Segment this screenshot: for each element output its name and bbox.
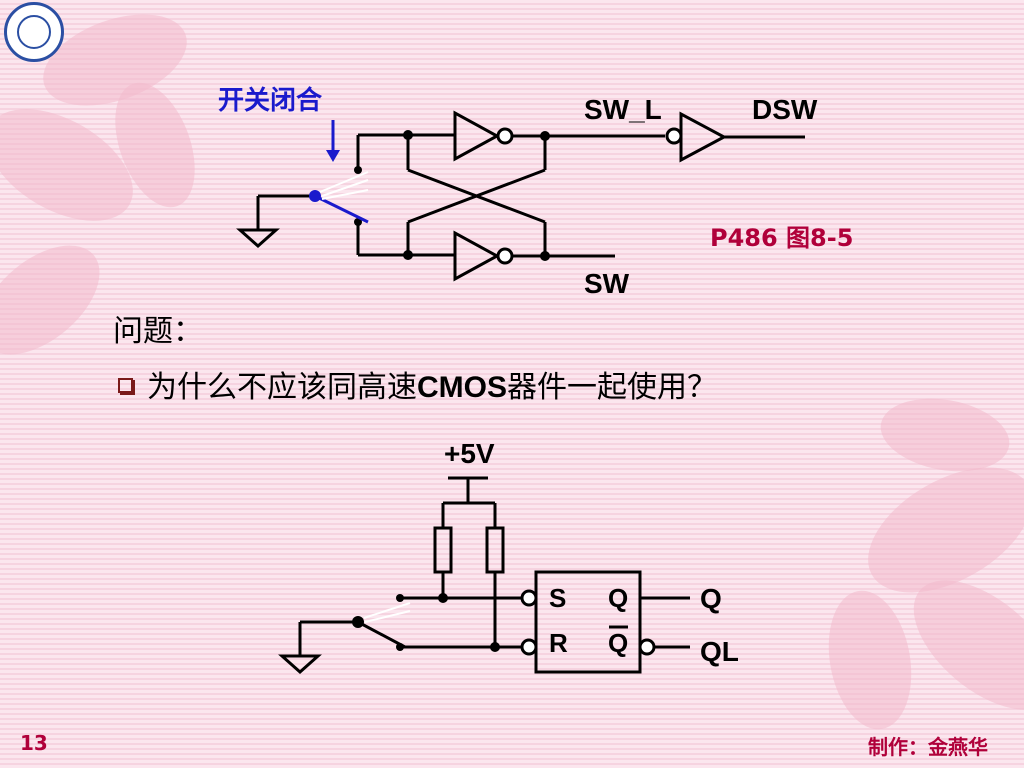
junction-dots-2 xyxy=(352,593,500,652)
switch-closed-label: 开关闭合 xyxy=(218,86,323,116)
question-text-suffix: 器件一起使用？ xyxy=(507,370,717,405)
signal-dsw-label: DSW xyxy=(752,94,818,125)
author-credit: 制作：金燕华 xyxy=(868,735,988,759)
university-seal-icon xyxy=(4,2,64,62)
latch-circuit xyxy=(236,110,805,282)
switch-ghost-lines-2 xyxy=(363,602,411,623)
output-q-label: Q xyxy=(700,583,722,614)
page-number: 13 xyxy=(20,731,48,755)
ff-r-label: R xyxy=(549,628,568,658)
figure-reference: P486 图8-5 xyxy=(710,224,854,252)
signal-sw-l-label: SW_L xyxy=(584,94,662,125)
flipflop-circuit xyxy=(278,476,690,675)
question-bullet: 为什么不应该同高速CMOS器件一起使用？ xyxy=(118,362,717,406)
question-title: 问题： xyxy=(113,314,203,349)
checkbox-bullet-icon xyxy=(118,378,133,393)
output-ql-label: QL xyxy=(700,636,739,667)
question-text-cmos: CMOS xyxy=(417,371,507,404)
switch-contact xyxy=(314,194,369,224)
signal-sw-label: SW xyxy=(584,268,630,299)
question-text-prefix: 为什么不应该同高速 xyxy=(147,370,417,405)
ff-q-bar-label: Q xyxy=(608,628,629,658)
switch-pivot xyxy=(309,190,321,202)
switch-ghost-lines xyxy=(319,171,369,200)
ff-q-label: Q xyxy=(608,583,629,613)
supply-label: +5V xyxy=(444,438,495,469)
junction-dots xyxy=(354,130,550,261)
annotation-arrow xyxy=(326,120,340,162)
ff-s-label: S xyxy=(549,583,567,613)
